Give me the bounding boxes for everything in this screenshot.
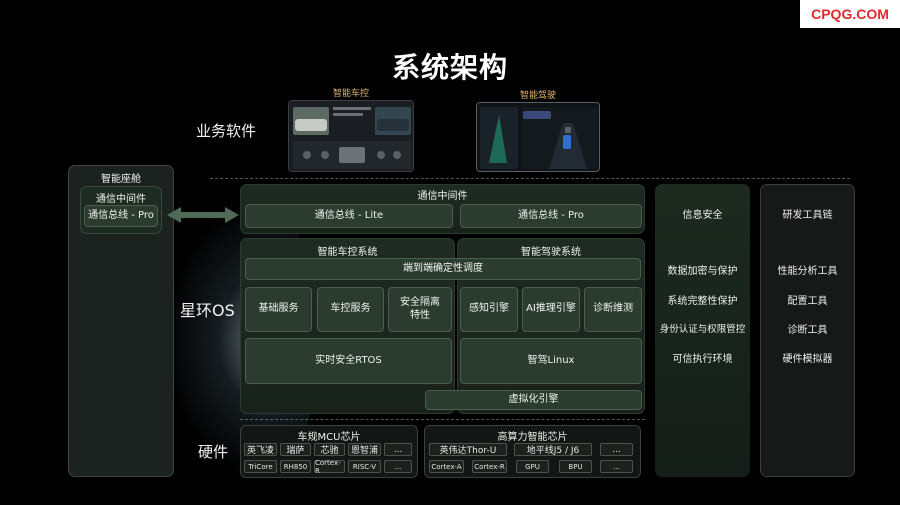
mcu-arch-chip: TriCore	[244, 460, 277, 473]
mcu-arch-chip: ...	[384, 460, 412, 473]
virtualization-engine-bar: 虚拟化引擎	[425, 390, 642, 410]
cockpit-title: 智能座舱	[101, 174, 141, 185]
driving-app-screenshot	[476, 102, 600, 172]
vehicle-control-service-box: 车控服务	[317, 287, 384, 332]
mcu-vendor-chip: 英飞凌	[244, 443, 277, 456]
devtools-panel	[760, 184, 855, 477]
basic-service-box: 基础服务	[245, 287, 312, 332]
soc-vendor-chip: 英伟达Thor-U	[429, 443, 507, 456]
diagnosis-box: 诊断维测	[584, 287, 642, 332]
soc-vendor-chip: 地平线J5 / J6	[514, 443, 592, 456]
middleware-bus-lite: 通信总线 - Lite	[245, 204, 453, 228]
mcu-arch-chip: RH850	[280, 460, 311, 473]
vehicle-control-app-screenshot	[288, 100, 414, 172]
bidirectional-arrow-icon	[167, 207, 239, 223]
soc-chip-title: 高算力智能芯片	[497, 432, 568, 443]
os-hardware-divider	[240, 419, 645, 420]
devtools-item: 配置工具	[787, 296, 828, 307]
mcu-chip-title: 车规MCU芯片	[297, 432, 361, 443]
security-item: 身份认证与权限管控	[659, 324, 746, 335]
business-os-divider	[210, 178, 850, 179]
devtools-item: 诊断工具	[787, 325, 828, 336]
security-title: 信息安全	[682, 210, 723, 221]
cockpit-middleware-title: 通信中间件	[96, 194, 146, 205]
vehicle-control-screen-art	[289, 101, 413, 171]
mcu-vendor-chip: 芯驰	[314, 443, 345, 456]
security-item: 可信执行环境	[672, 354, 733, 365]
perception-engine-box: 感知引擎	[460, 287, 518, 332]
business-software-label: 业务软件	[196, 122, 257, 140]
mcu-vendor-chip: 恩智浦	[348, 443, 381, 456]
middleware-bus-pro: 通信总线 - Pro	[460, 204, 642, 228]
driving-linux-box: 智驾Linux	[460, 338, 642, 384]
soc-arch-chip: Cortex-A	[429, 460, 464, 473]
soc-arch-chip: GPU	[516, 460, 549, 473]
security-isolation-box: 安全隔离 特性	[388, 287, 452, 332]
rtos-box: 实时安全RTOS	[245, 338, 452, 384]
mcu-arch-chip: RISC-V	[348, 460, 381, 473]
security-item: 数据加密与保护	[667, 266, 738, 277]
driving-system-title: 智能驾驶系统	[521, 247, 581, 258]
ai-inference-engine-box: AI推理引擎	[522, 287, 580, 332]
cockpit-bus-pro: 通信总线 - Pro	[84, 205, 158, 227]
middleware-title: 通信中间件	[417, 191, 468, 202]
soc-arch-chip: Cortex-R	[472, 460, 507, 473]
watermark: CPQG.COM	[800, 0, 900, 28]
scheduling-bar-overlay: 端到端确定性调度	[245, 258, 641, 280]
page-title: 系统架构	[391, 51, 508, 84]
vehicle-control-app-label: 智能车控	[332, 89, 369, 99]
soc-vendor-chip: ...	[600, 443, 633, 456]
os-label: 星环OS	[180, 301, 235, 320]
mcu-vendor-chip: ...	[384, 443, 412, 456]
soc-arch-chip: ...	[600, 460, 633, 473]
mcu-arch-chip: Cortex-R	[314, 459, 345, 475]
devtools-title: 研发工具链	[782, 210, 833, 221]
security-item: 系统完整性保护	[667, 296, 738, 307]
hardware-label: 硬件	[198, 443, 229, 461]
security-panel	[655, 184, 750, 477]
soc-arch-chip: BPU	[559, 460, 592, 473]
devtools-item: 硬件模拟器	[782, 354, 833, 365]
mcu-vendor-chip: 瑞萨	[280, 443, 311, 456]
driving-app-label: 智能驾驶	[519, 91, 556, 101]
vehicle-control-system-title: 智能车控系统	[317, 247, 378, 258]
driving-screen-art	[477, 103, 599, 171]
devtools-item: 性能分析工具	[777, 266, 838, 277]
